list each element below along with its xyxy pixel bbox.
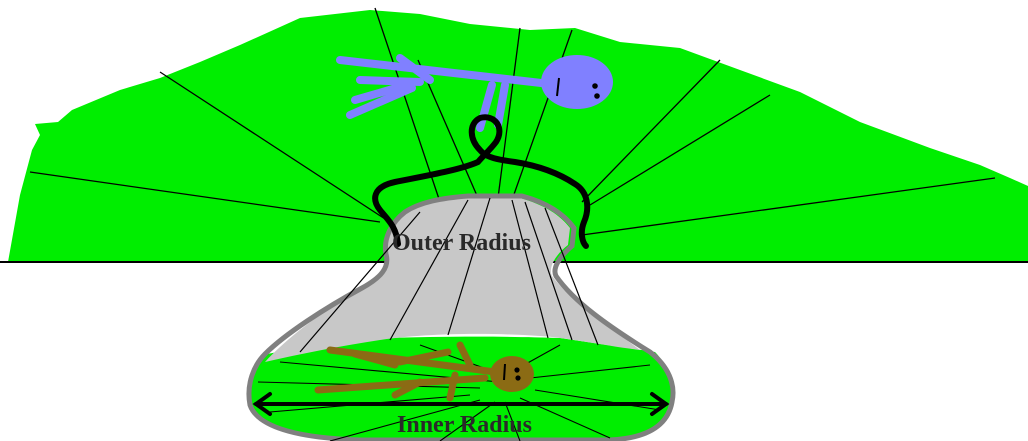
- outer-radius-label: Outer Radius: [392, 230, 531, 256]
- inner-radius-label: Inner Radius: [397, 412, 532, 438]
